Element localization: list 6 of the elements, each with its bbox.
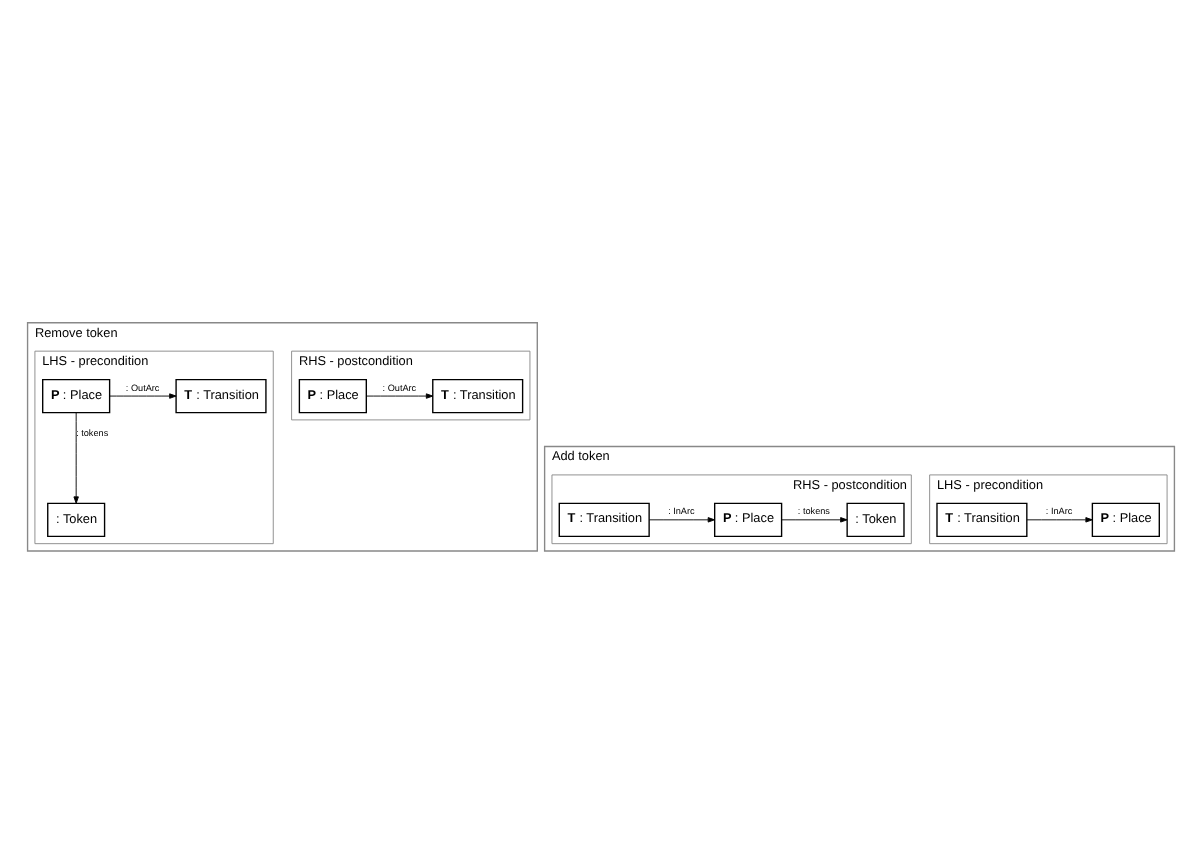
arrow bbox=[781, 516, 848, 522]
arrow bbox=[366, 392, 434, 398]
arrow bbox=[109, 392, 177, 398]
arrow bbox=[73, 411, 79, 503]
arrow bbox=[1026, 516, 1093, 522]
arrow bbox=[648, 516, 716, 522]
